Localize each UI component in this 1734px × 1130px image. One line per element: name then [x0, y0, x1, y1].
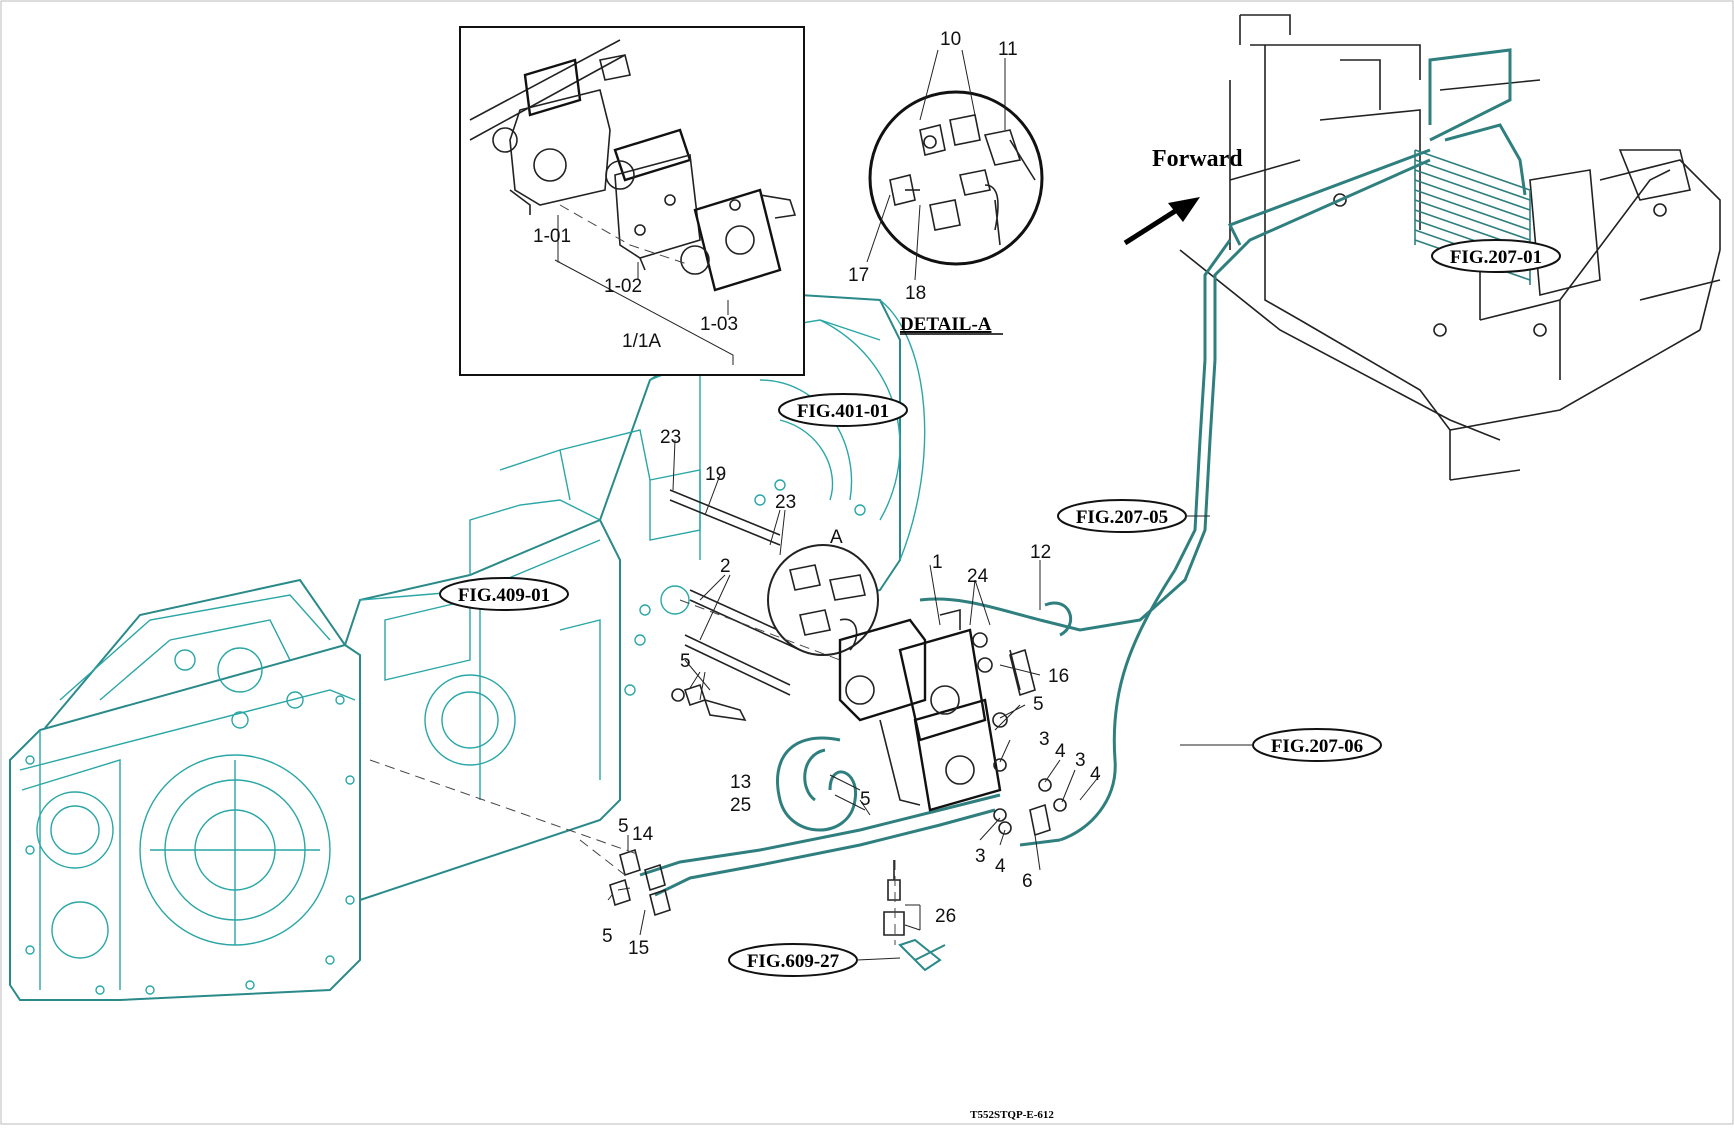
callout-16: 16	[1048, 666, 1069, 687]
callout-25: 25	[730, 795, 751, 816]
callout-6: 6	[1022, 871, 1033, 892]
fig-ref-401-01-label: FIG.401-01	[797, 401, 889, 422]
callout-5c: 5	[860, 789, 871, 810]
fig-ref-207-06: FIG.207-06	[1252, 728, 1382, 762]
callout-3b: 3	[1075, 750, 1086, 771]
callout-5a: 5	[1033, 694, 1044, 715]
detail-callout-17: 17	[848, 265, 869, 286]
callout-13: 13	[730, 772, 751, 793]
part-callouts: 1 2 3 3 3 4 4 4 5 5 5 5 5 6 12 13 14 15 …	[602, 427, 1101, 959]
forward-arrow-icon	[1123, 197, 1200, 246]
callout-19: 19	[705, 464, 726, 485]
fig-ref-207-06-label: FIG.207-06	[1271, 736, 1363, 757]
callout-3a: 3	[1039, 729, 1050, 750]
figure-refs: FIG.401-01 FIG.409-01 FIG.207-01 FIG.207…	[439, 239, 1561, 977]
fig-ref-207-01-label: FIG.207-01	[1450, 247, 1542, 268]
inset-label-assembly: 1/1A	[622, 331, 661, 352]
callout-15: 15	[628, 938, 649, 959]
callout-5d: 5	[618, 816, 629, 837]
callout-4b: 4	[1090, 764, 1101, 785]
forward-direction-label: Forward	[1152, 146, 1243, 172]
fig-ref-409-01-label: FIG.409-01	[458, 585, 550, 606]
fig-ref-207-05-label: FIG.207-05	[1076, 507, 1168, 528]
valve-assembly-main	[369, 439, 1101, 972]
callout-12: 12	[1030, 542, 1051, 563]
valve-assembly-inset: 1-01 1-02 1-03 1/1A	[459, 26, 805, 376]
fig-ref-409-01: FIG.409-01	[439, 577, 569, 611]
callout-23a: 23	[660, 427, 681, 448]
callout-2: 2	[720, 556, 731, 577]
transmission-housing-outline	[9, 293, 926, 1001]
fig-ref-207-05: FIG.207-05	[1057, 499, 1187, 533]
callout-3c: 3	[975, 846, 986, 867]
callout-4c: 4	[995, 856, 1006, 877]
callout-1: 1	[932, 552, 943, 573]
callout-5b: 5	[680, 651, 691, 672]
inset-label-1-01: 1-01	[533, 226, 571, 247]
callout-26: 26	[935, 906, 956, 927]
detail-callout-10: 10	[940, 29, 961, 50]
hydraulic-hoses	[639, 48, 1527, 897]
callout-4a: 4	[1055, 741, 1066, 762]
detail-a-caption: DETAIL-A	[900, 314, 992, 335]
fig-ref-401-01: FIG.401-01	[778, 393, 908, 427]
detail-callout-11: 11	[998, 39, 1018, 60]
detail-callout-18: 18	[905, 283, 926, 304]
callout-23b: 23	[775, 492, 796, 513]
inset-label-1-02: 1-02	[604, 276, 642, 297]
callout-14: 14	[632, 824, 654, 845]
detail-a-marker: A	[830, 527, 843, 548]
callout-24: 24	[967, 566, 989, 587]
detail-a-view: 10 11 17 18	[848, 29, 1044, 304]
inset-label-1-03: 1-03	[700, 314, 738, 335]
callout-5e: 5	[602, 926, 613, 947]
document-code: T552STQP-E-612	[970, 1109, 1054, 1121]
fig-ref-609-27-label: FIG.609-27	[747, 951, 840, 972]
fig-ref-207-01: FIG.207-01	[1431, 239, 1561, 273]
fig-ref-609-27: FIG.609-27	[728, 943, 858, 977]
